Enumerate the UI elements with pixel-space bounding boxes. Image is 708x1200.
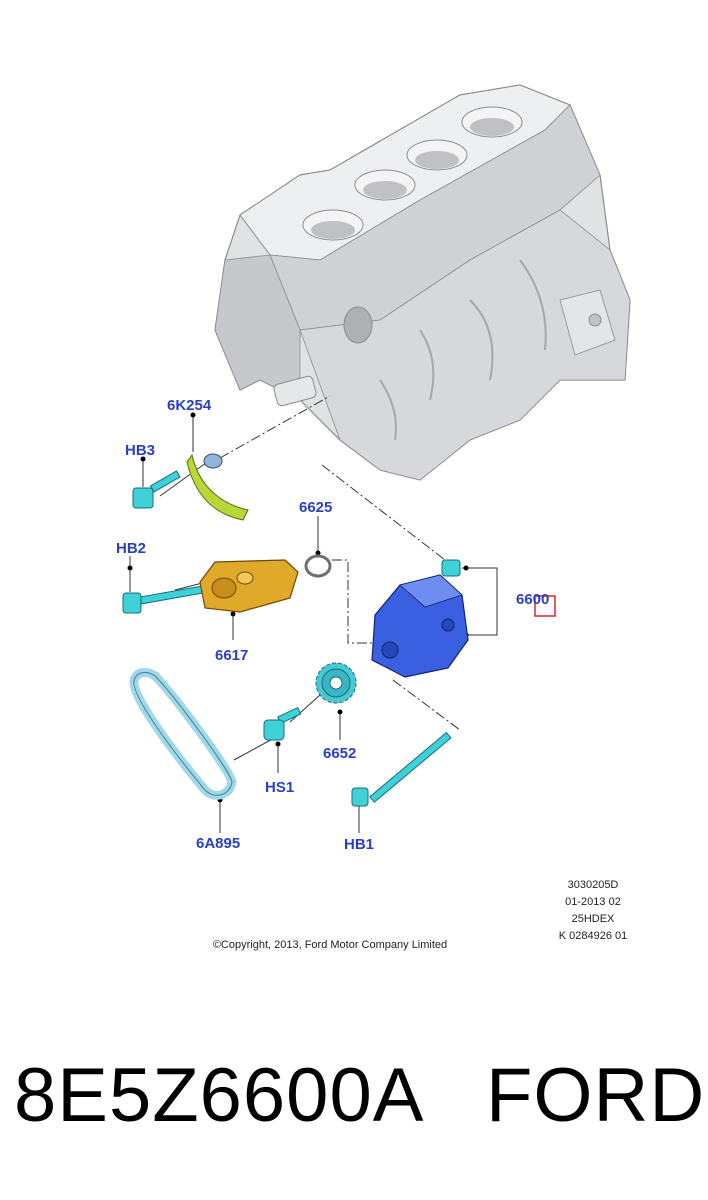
bolt-HB3 [132,470,181,509]
leader-lines [129,395,498,833]
oil-pump-6600 [371,559,469,678]
callout-6A895: 6A895 [196,835,240,852]
meta-line-4: K 0284926 01 [559,930,628,942]
meta-line-3: 25HDEX [572,913,615,925]
bolt-HB2 [122,582,221,614]
chain-guide-6K254 [186,453,249,521]
o-ring-6625 [304,554,332,578]
callout-6K254: 6K254 [167,397,212,414]
callout-HB1: HB1 [344,836,374,853]
callout-6617: 6617 [215,647,248,664]
bolt-HB1 [351,731,452,807]
meta-line-1: 3030205D [568,879,619,891]
sprocket-6652 [315,662,357,704]
bolt-HS1 [263,706,302,741]
callout-HB3: HB3 [125,442,155,459]
callout-6652: 6652 [323,745,356,762]
engine-block [214,84,631,481]
meta-line-2: 01-2013 02 [565,896,621,908]
part-number: 8E5Z6600A [14,1053,425,1138]
chain-6A895 [129,667,237,800]
copyright-text: ©Copyright, 2013, Ford Motor Company Lim… [213,939,447,951]
brand-name: FORD [486,1053,706,1138]
exploded-parts-diagram: 6K254 HB3 6625 HB2 6600 6617 6652 HS1 6A… [116,84,631,951]
callout-6625: 6625 [299,499,332,516]
callout-6600: 6600 [516,591,549,608]
callout-HS1: HS1 [265,779,294,796]
callout-HB2: HB2 [116,540,146,557]
tensioner-6617 [199,559,299,613]
highlight-box [534,595,556,617]
